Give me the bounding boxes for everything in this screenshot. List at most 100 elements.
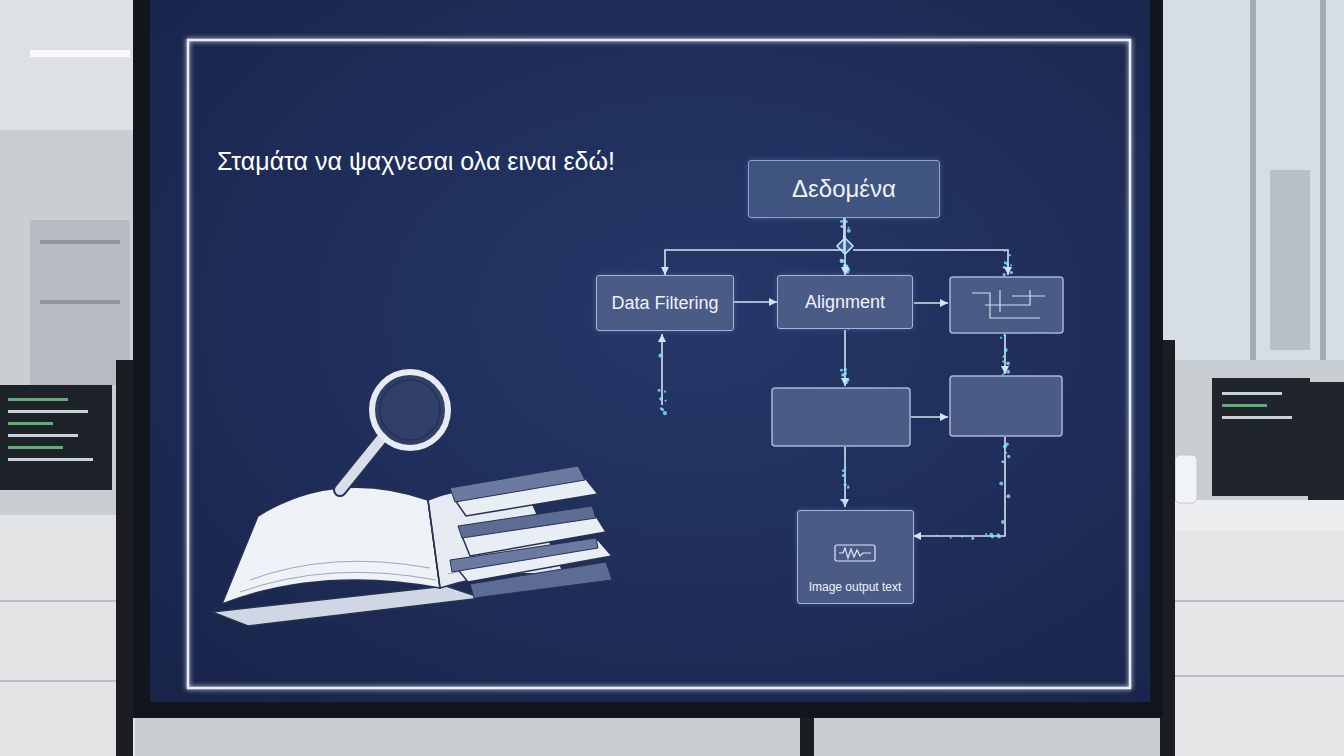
glow-dot <box>1006 494 1010 498</box>
glow-dot <box>1006 262 1010 266</box>
cabinet <box>1175 530 1344 756</box>
glow-dot <box>985 533 987 535</box>
monitor <box>0 385 112 490</box>
connector-arrow <box>734 301 777 303</box>
glow-dot <box>1004 250 1006 252</box>
drawer-line <box>0 680 135 682</box>
stacked-book-cover <box>470 562 612 598</box>
glow-dot <box>971 537 974 540</box>
book-illustration <box>212 372 612 626</box>
process-box: Data Filtering <box>596 275 734 331</box>
glow-dot <box>1010 264 1012 266</box>
glow-dot <box>999 481 1003 485</box>
glow-dot <box>1004 348 1008 352</box>
glow-dots <box>658 220 1013 540</box>
glow-dot <box>661 408 664 411</box>
connector-line <box>661 334 663 405</box>
window-frame <box>1320 0 1326 360</box>
glow-dot <box>1003 266 1006 269</box>
glow-dot <box>659 398 662 401</box>
glow-dot <box>1001 520 1005 524</box>
glow-dot <box>843 368 847 372</box>
bottle <box>1175 455 1197 503</box>
box-label: Δεδομένα <box>792 175 896 203</box>
glow-dot <box>843 483 846 486</box>
screen-border <box>188 40 1130 688</box>
screen-bezel <box>133 0 1163 718</box>
glow-dot <box>840 225 843 228</box>
glow-dot <box>997 533 1000 536</box>
glow-dot <box>846 268 850 272</box>
process-box: Δεδομένα <box>748 160 940 218</box>
window-frame <box>1250 0 1256 360</box>
glow-dot <box>660 397 663 400</box>
code-line <box>8 410 88 413</box>
glow-dot <box>1004 509 1006 511</box>
process-box: Alignment <box>777 275 913 329</box>
glow-dot <box>842 374 844 376</box>
drawer-line <box>0 600 135 602</box>
heading: Σταμάτα να ψαχνεσαι ολα ειναι εδώ! <box>217 147 615 176</box>
glow-dot <box>961 535 963 537</box>
glow-dot <box>840 499 842 501</box>
shelf <box>30 220 130 385</box>
magnifier-handle-outline <box>340 438 382 490</box>
code-line <box>1222 416 1292 419</box>
code-line <box>1222 392 1282 395</box>
glow-dot <box>664 391 666 393</box>
code-line <box>8 458 93 461</box>
glow-dot <box>1002 374 1004 376</box>
glow-dot <box>842 474 845 477</box>
page-line <box>250 561 430 580</box>
connector-line <box>914 302 948 304</box>
code-line <box>8 398 68 401</box>
glow-dot <box>847 229 851 233</box>
glow-dot <box>1001 460 1004 463</box>
glow-dot <box>841 373 844 376</box>
glow-dot <box>663 411 667 415</box>
drawer-line <box>1175 675 1344 677</box>
glow-dot <box>936 535 938 537</box>
connector-line <box>853 250 1008 275</box>
glow-dot <box>1002 355 1005 358</box>
glow-dot <box>1002 360 1004 362</box>
glow-dot <box>1003 372 1005 374</box>
magnifier-lens <box>372 372 448 448</box>
glow-dot <box>658 389 661 392</box>
drawer-line <box>1175 600 1344 602</box>
screen-display <box>150 0 1150 702</box>
connector-line <box>844 447 846 507</box>
box-label: Alignment <box>805 292 885 313</box>
stand-post <box>800 712 814 756</box>
glow-dot <box>847 379 849 381</box>
connector-arrow <box>665 218 844 275</box>
code-line <box>8 422 53 425</box>
stacked-book-cover <box>450 466 585 502</box>
code-line <box>8 434 78 437</box>
process-box: Image output text <box>797 510 914 604</box>
glow-dot <box>1003 273 1006 276</box>
distant-building <box>1270 170 1310 350</box>
glow-dot <box>658 354 662 358</box>
glow-dot <box>1010 271 1013 274</box>
glow-dot <box>950 537 952 539</box>
desk-top <box>1162 500 1344 530</box>
shelf-line <box>40 240 120 244</box>
glow-dot <box>1006 362 1010 366</box>
glow-dot <box>1007 455 1010 458</box>
book-page <box>222 487 440 604</box>
desk <box>0 515 135 756</box>
glow-dot <box>840 259 844 263</box>
page-line <box>240 572 436 592</box>
glow-dot <box>847 486 849 488</box>
glow-dot <box>844 479 846 481</box>
glow-dot <box>845 381 848 384</box>
glow-dot <box>846 378 849 381</box>
glow-dot <box>665 400 667 402</box>
window <box>1162 0 1344 360</box>
shelf-line <box>40 300 120 304</box>
